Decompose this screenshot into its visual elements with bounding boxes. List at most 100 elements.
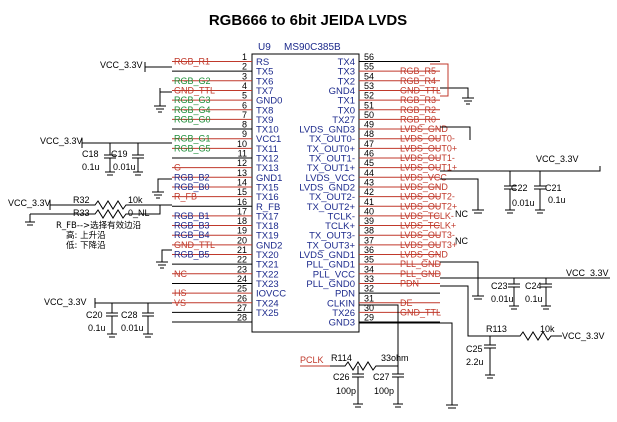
vcc-label-r32: VCC_3.3V [8, 198, 51, 208]
gnd-symbol-right-1 [440, 87, 474, 105]
pin-51-name: TX0 [338, 105, 355, 116]
pin-1-number: 1 [242, 52, 247, 62]
pin-12-name: TX13 [256, 163, 279, 174]
pin-34-net-label: PLL_GND [400, 269, 442, 279]
r113-value: 10k [540, 324, 555, 334]
pin-15-net-label: R_FB [174, 192, 197, 202]
pin-10-number: 10 [237, 139, 247, 149]
cap-c26 [352, 366, 364, 408]
vcc-wire-top [144, 62, 172, 72]
pin-33-name: PLL_GND0 [306, 279, 355, 290]
pin-54-number: 54 [364, 71, 374, 81]
pin-29-number: 29 [364, 313, 374, 323]
pin-50-name: TX27 [332, 115, 355, 126]
c26-label: C26 [333, 372, 350, 382]
pin-38-number: 38 [364, 226, 374, 236]
pin-41-number: 41 [364, 197, 374, 207]
c28-value: 0.01u [121, 323, 144, 333]
pin-51-number: 51 [364, 100, 374, 110]
pin-15-number: 15 [237, 187, 247, 197]
pin-23-name: TX22 [256, 269, 279, 280]
pin-11-name: TX12 [256, 154, 279, 165]
c21-value: 0.1u [548, 195, 566, 205]
pin-39-net-label: LVDS_TCLK+ [400, 221, 456, 231]
r33-label: R33 [73, 208, 90, 218]
c18-value: 0.1u [82, 162, 100, 172]
pin-25-name: IOVCC [256, 289, 286, 300]
pin-4-name: TX7 [256, 86, 273, 97]
pin-47-number: 47 [364, 139, 374, 149]
lvds-vcc-rail [440, 166, 601, 172]
vcc-label-bottom: VCC_3.3V [44, 297, 87, 307]
pin-31-number: 31 [364, 293, 374, 303]
pclk-label: PCLK [300, 355, 324, 365]
pin-45-net-label: LVDS_OUT1+ [400, 163, 457, 173]
pin-52-net-label: RGB_R3 [400, 95, 436, 105]
pin-8-name: TX10 [256, 125, 279, 136]
pin-49-number: 49 [364, 120, 374, 130]
pin-47-name: TX_OUT0+ [307, 144, 356, 155]
gnd-symbol-right-2 [440, 178, 484, 214]
pin-21-number: 21 [237, 245, 247, 255]
pin-46-name: TX_OUT1- [309, 154, 355, 165]
r114-label: R114 [331, 353, 352, 363]
pin-12-net-label: G [174, 163, 181, 173]
pin-6-name: TX8 [256, 105, 273, 116]
pin-52-number: 52 [364, 91, 374, 101]
pin-15-name: TX16 [256, 192, 279, 203]
pin-19-name: TX19 [256, 231, 279, 242]
pin-27-number: 27 [237, 303, 247, 313]
c27-label: C27 [373, 372, 390, 382]
pin-44-name: LVDS_VCC [306, 173, 356, 184]
pin-18-name: TX18 [256, 221, 279, 232]
pin-30-name: TX26 [332, 308, 355, 319]
c24-label: C24 [525, 281, 542, 291]
vcc-label-right-top: VCC_3.3V [536, 154, 579, 164]
r113-label: R113 [486, 324, 507, 334]
pin-7-net-label: RGB_G0 [174, 114, 211, 124]
c22-label: C22 [511, 183, 528, 193]
cap-c18 [104, 143, 116, 176]
pin-9-number: 9 [242, 129, 247, 139]
cap-c23 [508, 278, 520, 310]
chip-ref: U9 [258, 42, 271, 53]
pin-3-net-label: RGB_G2 [174, 76, 211, 86]
pin-48-name: TX_OUT0- [309, 134, 355, 145]
pin-35-number: 35 [364, 255, 374, 265]
nc-label-right-1: NC [455, 209, 468, 219]
pin-44-number: 44 [364, 168, 374, 178]
r32-label: R32 [73, 195, 90, 205]
pin-17-number: 17 [237, 206, 247, 216]
c23-value: 0.01u [491, 294, 514, 304]
pin-42-name: TX_OUT2- [309, 192, 355, 203]
pin-48-net-label: LVDS_OUT0- [400, 134, 455, 144]
pin-49-net-label: LVDS_GND [400, 124, 448, 134]
pin-3-number: 3 [242, 71, 247, 81]
pin-21-net-label: RGB_B5 [174, 250, 210, 260]
pin-12-number: 12 [237, 158, 247, 168]
gnd-symbol-bottom [359, 322, 458, 409]
pin-29-name: GND3 [329, 318, 355, 329]
c26-value: 100p [336, 386, 356, 396]
pin-23-number: 23 [237, 264, 247, 274]
pin-1-name: RS [256, 57, 269, 68]
pin-14-number: 14 [237, 177, 247, 187]
c21-label: C21 [545, 183, 562, 193]
pin-7-number: 7 [242, 110, 247, 120]
pin-44-net-label: LVDS_VCC [400, 172, 447, 182]
c20-value: 0.1u [88, 323, 106, 333]
pin-50-net-label: RGB_R0 [400, 114, 436, 124]
pin-40-number: 40 [364, 206, 374, 216]
pin-26-net-label: VS [174, 298, 186, 308]
gnd-symbol-left-3 [156, 249, 172, 269]
pin-35-net-label: PLL_GND [400, 259, 442, 269]
pin-22-name: TX21 [256, 260, 279, 271]
pin-10-net-label: RGB_G5 [174, 143, 211, 153]
resistor-r114 [330, 304, 399, 371]
pin-51-net-label: RGB_R2 [400, 105, 436, 115]
pin-18-number: 18 [237, 216, 247, 226]
pin-42-net-label: LVDS_OUT2- [400, 192, 455, 202]
pin-46-net-label: LVDS_OUT1- [400, 153, 455, 163]
pin-54-name: TX2 [338, 76, 355, 87]
